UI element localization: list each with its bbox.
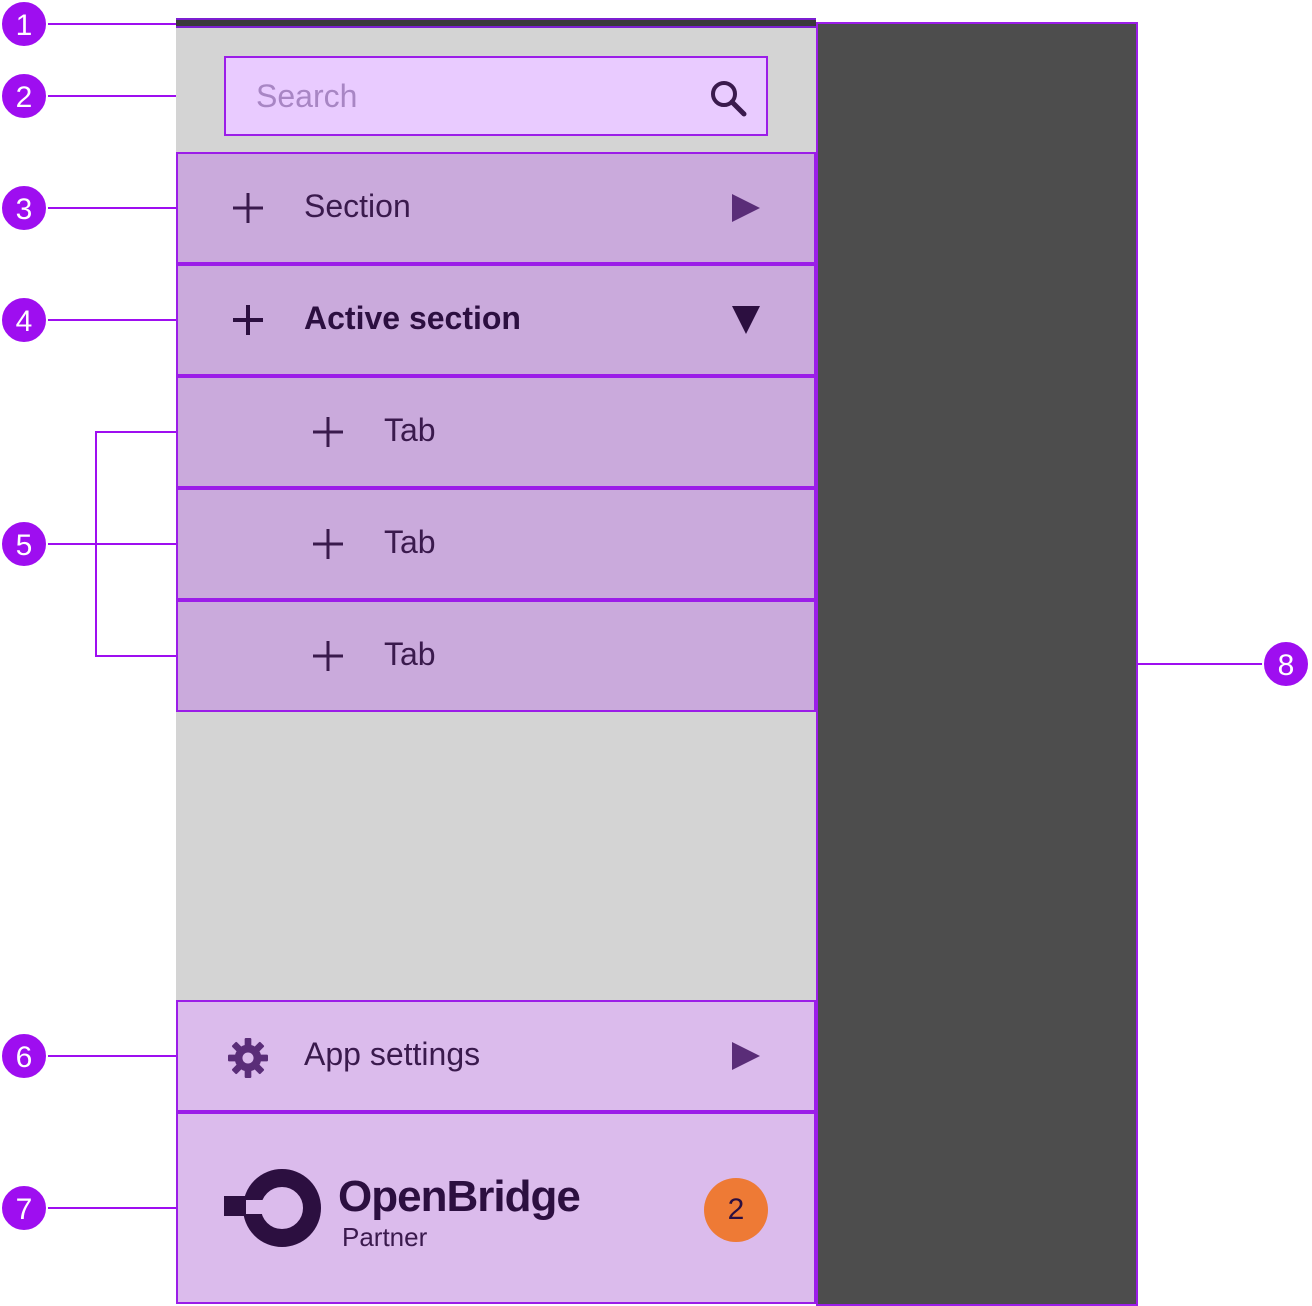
nav-section-item[interactable]: Section: [176, 152, 816, 264]
content-area: [816, 22, 1138, 1306]
plus-icon: [233, 193, 263, 223]
plus-icon: [313, 529, 343, 559]
nav-active-section-item[interactable]: Active section: [176, 264, 816, 376]
drawer-top-bar: [176, 18, 816, 28]
tab-label: Tab: [384, 412, 436, 448]
callout-2: 2: [0, 72, 48, 120]
tab-label: Tab: [384, 524, 436, 560]
triangle-right-icon: [732, 194, 760, 222]
app-settings-item[interactable]: App settings: [176, 1000, 816, 1112]
callout-1: 1: [0, 0, 48, 48]
plus-icon: [313, 641, 343, 671]
gear-icon: [228, 1038, 268, 1078]
active-section-label: Active section: [304, 300, 521, 336]
callout-6: 6: [0, 1032, 48, 1080]
tab-label: Tab: [384, 636, 436, 672]
search-icon[interactable]: [708, 78, 748, 118]
brand-footer: OpenBridge Partner 2: [176, 1112, 816, 1304]
app-settings-label: App settings: [304, 1036, 481, 1072]
callout-5: 5: [0, 520, 48, 568]
notification-badge: 2: [704, 1178, 768, 1242]
nav-tab-item[interactable]: Tab: [176, 600, 816, 712]
callout-7: 7: [0, 1184, 48, 1232]
plus-icon: [313, 417, 343, 447]
triangle-down-icon: [732, 306, 760, 334]
section-label: Section: [304, 188, 411, 224]
nav-tab-item[interactable]: Tab: [176, 376, 816, 488]
callout-3: 3: [0, 184, 48, 232]
nav-tab-item[interactable]: Tab: [176, 488, 816, 600]
callout-4: 4: [0, 296, 48, 344]
triangle-right-icon: [732, 1042, 760, 1070]
brand-subtitle: Partner: [342, 1222, 428, 1252]
search-field[interactable]: Search: [224, 56, 768, 136]
search-placeholder: Search: [256, 78, 358, 114]
plus-icon: [233, 305, 263, 335]
brand-name: OpenBridge: [338, 1172, 581, 1221]
callout-8: 8: [1262, 640, 1310, 688]
openbridge-logo: [224, 1169, 321, 1247]
